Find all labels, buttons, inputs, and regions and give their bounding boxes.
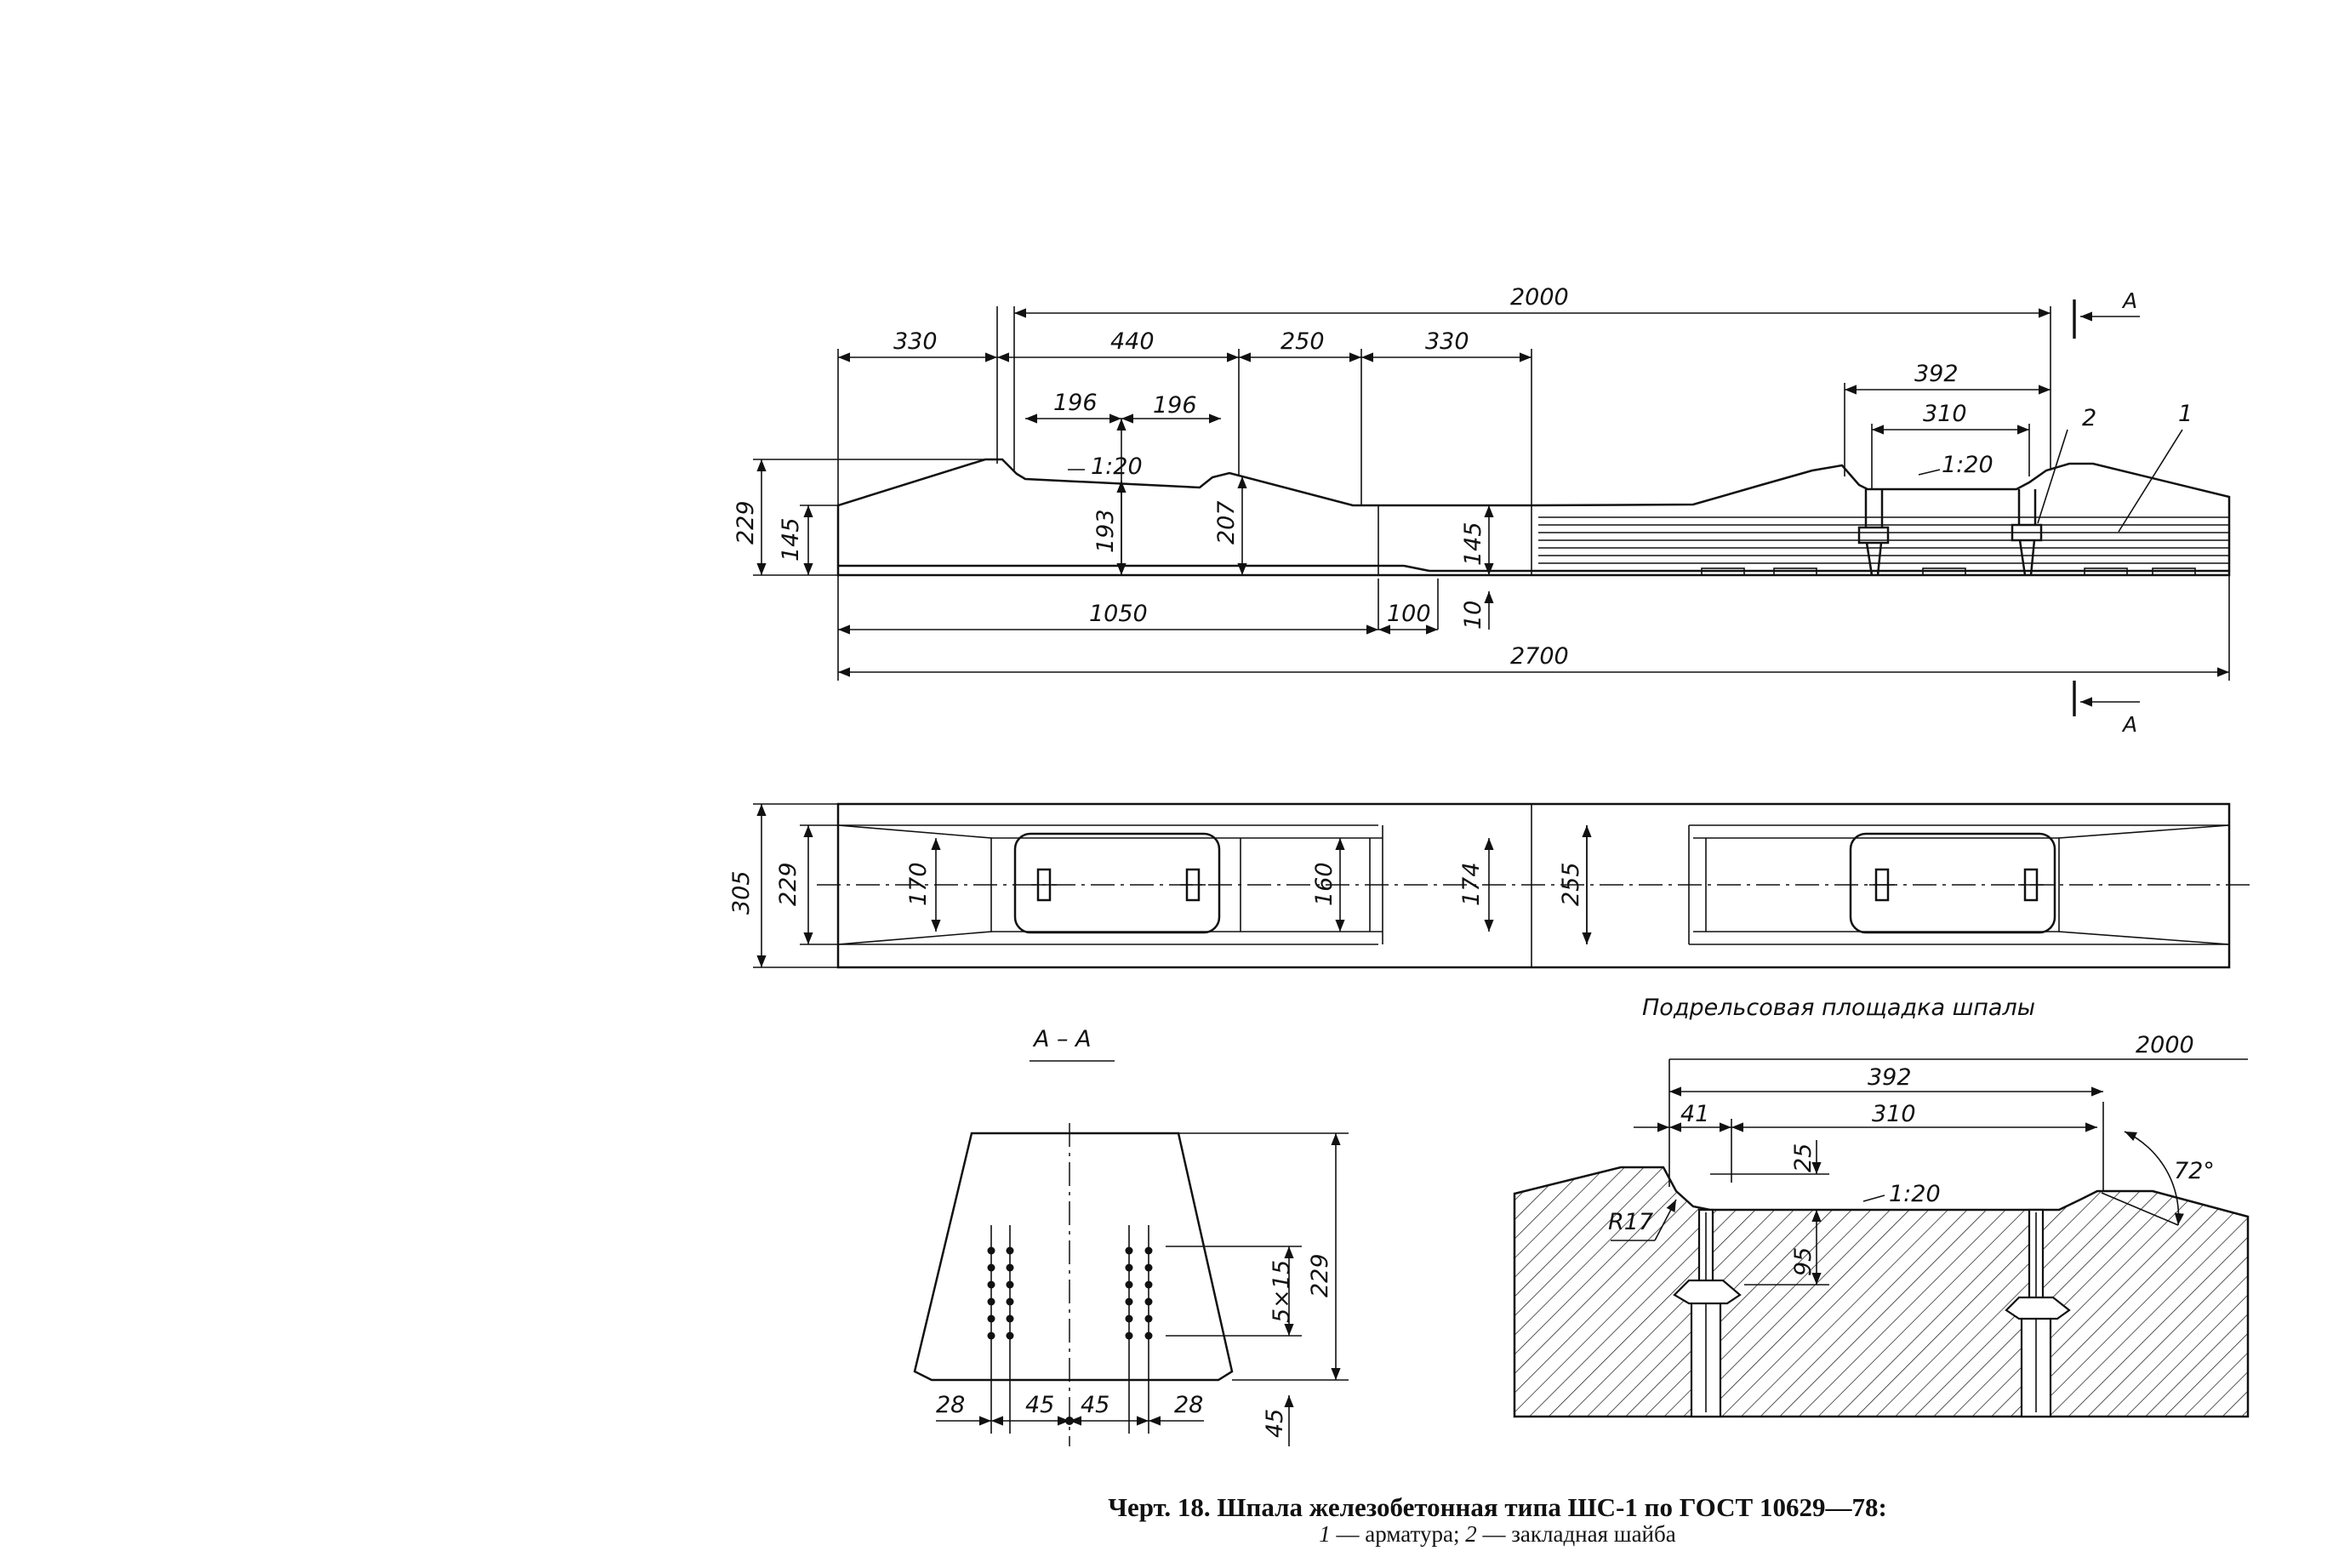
section-label-top: A xyxy=(2121,288,2137,313)
plan-outline xyxy=(836,802,2231,969)
rail-seat-left xyxy=(1013,832,1221,934)
leader-1: 1 xyxy=(2178,401,2193,427)
legend-1-text: — арматура; xyxy=(1331,1521,1465,1547)
detail-slope: 1:20 xyxy=(1889,1181,1941,1207)
section-label-bottom: A xyxy=(2121,712,2137,737)
sleeper-elevation: A A 2000 330 440 250 330 196 196 392 310… xyxy=(733,284,2231,737)
sleeper-side-outline xyxy=(836,458,2231,577)
detail-dim-95: 95 xyxy=(1790,1247,1817,1276)
leader-2: 2 xyxy=(2082,405,2096,431)
dim-193: 193 xyxy=(1092,509,1119,553)
dim-330-left: 330 xyxy=(893,328,938,355)
dim-45-right: 45 xyxy=(1081,1392,1109,1418)
dim-170: 170 xyxy=(905,862,932,906)
section-aa: А – А 5×15 229 45 28 45 45 28 xyxy=(913,1026,1349,1446)
sleeper-plan: 305 229 170 160 174 255 xyxy=(728,802,2255,969)
embedded-washer xyxy=(1857,489,2043,576)
dim-392: 392 xyxy=(1914,361,1959,387)
dim-196-b: 196 xyxy=(1153,392,1197,419)
dim-310: 310 xyxy=(1923,401,1967,427)
detail-washers xyxy=(1673,1279,2071,1320)
caption-legend: 1 — арматура; 2 — закладная шайба xyxy=(1319,1521,1675,1547)
dim-145-right: 145 xyxy=(1460,522,1486,566)
legend-2-number: 2 xyxy=(1465,1521,1477,1547)
dim-250: 250 xyxy=(1281,328,1325,355)
dim-207: 207 xyxy=(1213,500,1240,545)
dim-2000: 2000 xyxy=(1510,284,1569,311)
dim-160: 160 xyxy=(1311,862,1338,906)
legend-2-text: — закладная шайба xyxy=(1477,1521,1676,1547)
dim-45-vertical: 45 xyxy=(1262,1409,1288,1438)
figure-caption: Черт. 18. Шпала железобетонная типа ШС-1… xyxy=(1108,1492,1887,1547)
slope-left: 1:20 xyxy=(1091,453,1143,480)
detail-angle: 72° xyxy=(2174,1158,2215,1184)
dim-255: 255 xyxy=(1558,862,1584,906)
dim-10: 10 xyxy=(1460,601,1486,630)
slope-right: 1:20 xyxy=(1942,452,1994,478)
caption-title: Черт. 18. Шпала железобетонная типа ШС-1… xyxy=(1108,1492,1887,1522)
concrete-hatched-body xyxy=(1513,1166,2250,1418)
bottom-grooves xyxy=(1701,567,2196,576)
dim-305: 305 xyxy=(728,870,755,915)
dim-28-right: 28 xyxy=(1174,1392,1203,1418)
rail-seat-right xyxy=(1849,832,2056,934)
detail-dim-25: 25 xyxy=(1790,1143,1817,1172)
dim-45-left: 45 xyxy=(1025,1392,1054,1418)
dim-5x15: 5×15 xyxy=(1269,1260,1295,1323)
rail-seat-detail: Подрельсовая площадка шпалы xyxy=(1513,995,2250,1418)
dim-196-a: 196 xyxy=(1053,390,1098,416)
detail-radius-r17: R17 xyxy=(1608,1209,1653,1235)
dim-229: 229 xyxy=(733,500,759,545)
detail-dim-310: 310 xyxy=(1872,1101,1916,1127)
dim-2700: 2700 xyxy=(1510,643,1569,670)
dim-1050: 1050 xyxy=(1089,601,1148,627)
dim-145-left: 145 xyxy=(778,517,804,562)
dim-440: 440 xyxy=(1110,328,1155,355)
rebar-lines xyxy=(1538,516,2229,564)
section-aa-title: А – А xyxy=(1032,1026,1092,1052)
detail-title: Подрельсовая площадка шпалы xyxy=(1642,995,2035,1021)
elevation-dimension-lines xyxy=(756,308,2229,677)
legend-1-number: 1 xyxy=(1319,1521,1331,1547)
section-cut-marker-top: A xyxy=(2073,288,2140,339)
section-cut-marker-bottom: A xyxy=(2073,681,2140,737)
detail-dim-392: 392 xyxy=(1868,1064,1912,1091)
detail-dim-41: 41 xyxy=(1680,1101,1709,1127)
dim-174: 174 xyxy=(1458,862,1485,906)
dim-330-mid: 330 xyxy=(1425,328,1469,355)
section-trapezoid xyxy=(913,1132,1234,1382)
detail-dim-2000: 2000 xyxy=(2136,1032,2194,1058)
dim-28-left: 28 xyxy=(936,1392,965,1418)
dim-100: 100 xyxy=(1387,601,1431,627)
dim-229-plan: 229 xyxy=(775,862,801,906)
dim-229-section: 229 xyxy=(1307,1253,1333,1297)
